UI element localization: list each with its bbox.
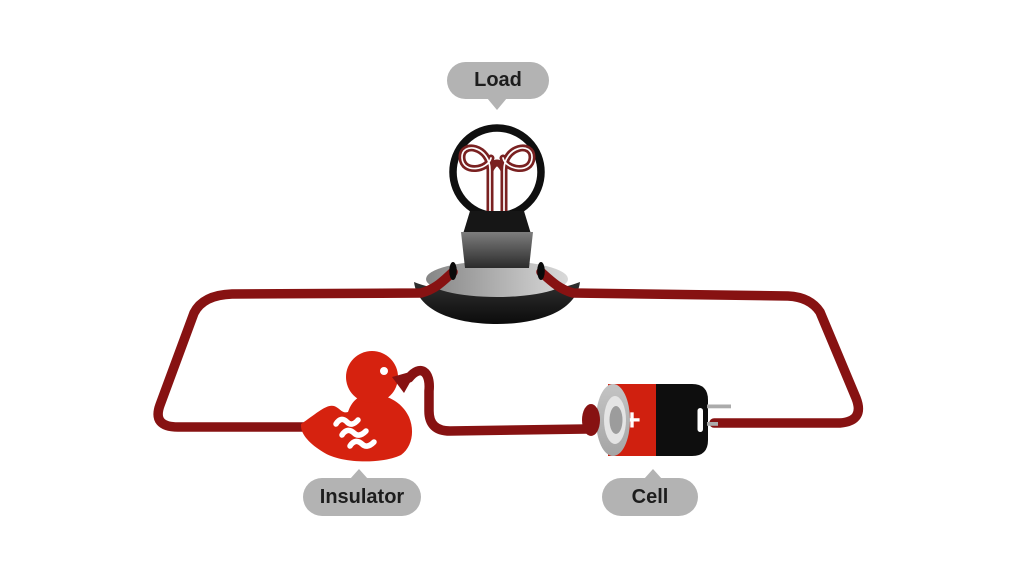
bulb-filament-arch (486, 159, 508, 174)
label-load-text: Load (474, 69, 522, 91)
socket-top-plate (426, 261, 568, 297)
bulb-glass (449, 124, 545, 220)
bulb-neck (463, 211, 531, 234)
bulb-filament-highlight-right (502, 147, 533, 227)
socket-terminal-right (537, 262, 545, 280)
battery-cap-core (609, 406, 623, 434)
label-cell-text: Cell (631, 486, 669, 508)
battery-negative-section (656, 384, 708, 456)
wire-right (536, 267, 864, 428)
triangle-pointer-up-icon (644, 469, 662, 479)
wire-middle (404, 366, 591, 436)
battery-pin-top (707, 404, 731, 409)
battery-icon: + (582, 384, 731, 456)
socket-terminal-left (449, 262, 457, 280)
bulb-filament-highlight-left (461, 147, 492, 227)
duck-head (346, 351, 398, 403)
label-cell: Cell (602, 469, 698, 516)
wire-left (153, 267, 458, 432)
label-insulator-text: Insulator (319, 486, 405, 508)
duck-body (300, 394, 413, 462)
label-load: Load (447, 62, 549, 110)
bulb-screw-base (461, 232, 533, 268)
rubber-duck-icon (300, 351, 413, 462)
label-insulator: Insulator (303, 469, 421, 516)
battery-terminal-nub (582, 404, 600, 436)
duck-wing-stroke (339, 427, 369, 438)
battery-pin-bottom (707, 422, 718, 426)
duck-wing-stroke (333, 416, 361, 427)
triangle-pointer-up-icon (350, 469, 368, 479)
lamp-socket (414, 261, 580, 324)
duck-eye (380, 367, 388, 375)
battery-minus-mark (697, 408, 703, 432)
triangle-pointer-down-icon (487, 98, 507, 110)
light-bulb-icon (449, 124, 545, 268)
duck-wing-stroke (347, 438, 377, 449)
duck-beak (392, 370, 417, 393)
